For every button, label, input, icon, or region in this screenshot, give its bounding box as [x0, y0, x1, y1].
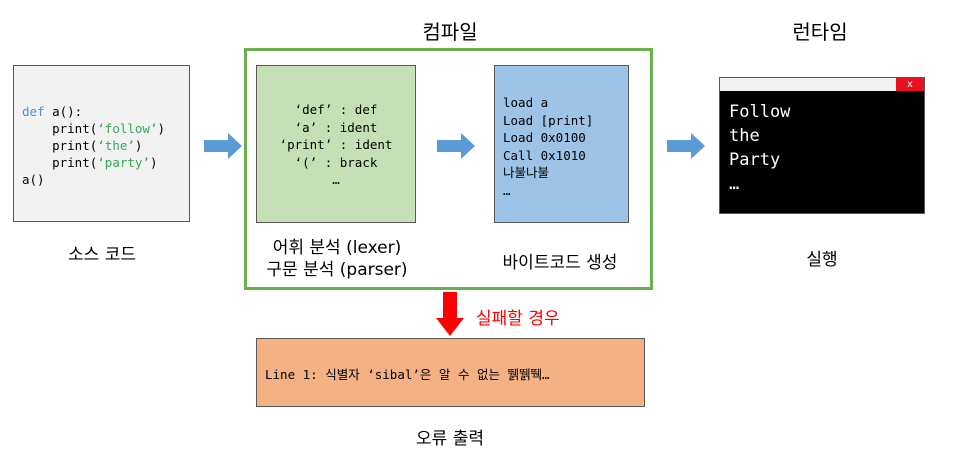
failure-label: 실패할 경우	[476, 309, 560, 329]
console-line: Follow	[729, 102, 791, 122]
src-line-4-str: ‘party’	[97, 155, 150, 170]
lexer-token: …	[332, 172, 340, 187]
src-line-3-post: )	[134, 138, 143, 153]
arrow-down-icon	[436, 292, 464, 336]
src-line-4-pre: print(	[22, 155, 98, 170]
lexer-box: ‘def’ : def ‘a’ : ident ‘print’ : ident ‘(’…	[256, 65, 416, 223]
bytecode-caption: 바이트코드 생성	[502, 253, 618, 273]
src-line-4-post: )	[149, 155, 158, 170]
runtime-caption: 실행	[806, 250, 838, 270]
lexer-token: ‘a’ : ident	[294, 119, 378, 135]
runtime-heading: 런타임	[792, 20, 848, 44]
arrow-right-icon	[437, 133, 475, 159]
lexer-token: ‘def’ : def	[294, 102, 378, 117]
src-line-4: print(‘party’)	[22, 155, 157, 170]
bytecode-line: Load [print]	[503, 112, 594, 128]
keyword-def: def	[22, 104, 45, 119]
src-line-3-str: ‘the’	[97, 138, 135, 153]
src-line-2: print(‘follow’)	[22, 121, 165, 136]
bytecode-line: Call 0x1010	[503, 147, 586, 163]
src-line-2-str: ‘follow’	[97, 121, 158, 136]
src-line-1-rest: a():	[44, 104, 83, 119]
lexer-token: ‘(’ : brack	[294, 154, 378, 170]
error-message: Line 1: 식별자 ‘sibal’은 알 수 없는 뛝뛝뛕…	[265, 367, 550, 382]
source-code-text: def a(): print(‘follow’) print(‘the’) pr…	[22, 103, 165, 188]
lexer-token: ‘print’ : ident	[279, 137, 393, 152]
src-line-3: print(‘the’)	[22, 138, 142, 153]
lexer-caption-line2: 구문 분석 (parser)	[266, 260, 408, 280]
src-line-1: def a():	[22, 104, 82, 119]
arrow-right-icon	[667, 133, 705, 159]
src-line-2-pre: print(	[22, 121, 98, 136]
src-line-3-pre: print(	[22, 138, 98, 153]
lexer-token-list: ‘def’ : def ‘a’ : ident ‘print’ : ident ‘(’…	[257, 101, 415, 189]
arrow-right-icon	[204, 133, 242, 159]
close-icon[interactable]: x	[896, 78, 924, 91]
bytecode-line: Load 0x0100	[503, 130, 586, 145]
bytecode-line: 나불나불	[503, 165, 550, 180]
source-code-box: def a(): print(‘follow’) print(‘the’) pr…	[13, 65, 190, 222]
error-caption: 오류 출력	[416, 429, 484, 449]
lexer-caption: 어휘 분석 (lexer) 구문 분석 (parser)	[262, 237, 412, 281]
console-line: …	[729, 174, 740, 194]
bytecode-line: …	[503, 182, 511, 198]
compile-heading: 컴파일	[422, 20, 478, 44]
src-line-5: a()	[22, 172, 45, 187]
lexer-caption-line1: 어휘 분석 (lexer)	[272, 238, 402, 258]
bytecode-line: load a	[503, 95, 549, 110]
console-line: Party	[729, 150, 781, 170]
console-line: the	[729, 126, 760, 146]
error-box: Line 1: 식별자 ‘sibal’은 알 수 없는 뛝뛝뛕…	[256, 338, 645, 407]
source-code-caption: 소스 코드	[68, 245, 136, 265]
window-titlebar	[720, 78, 924, 91]
src-line-2-post: )	[157, 121, 166, 136]
